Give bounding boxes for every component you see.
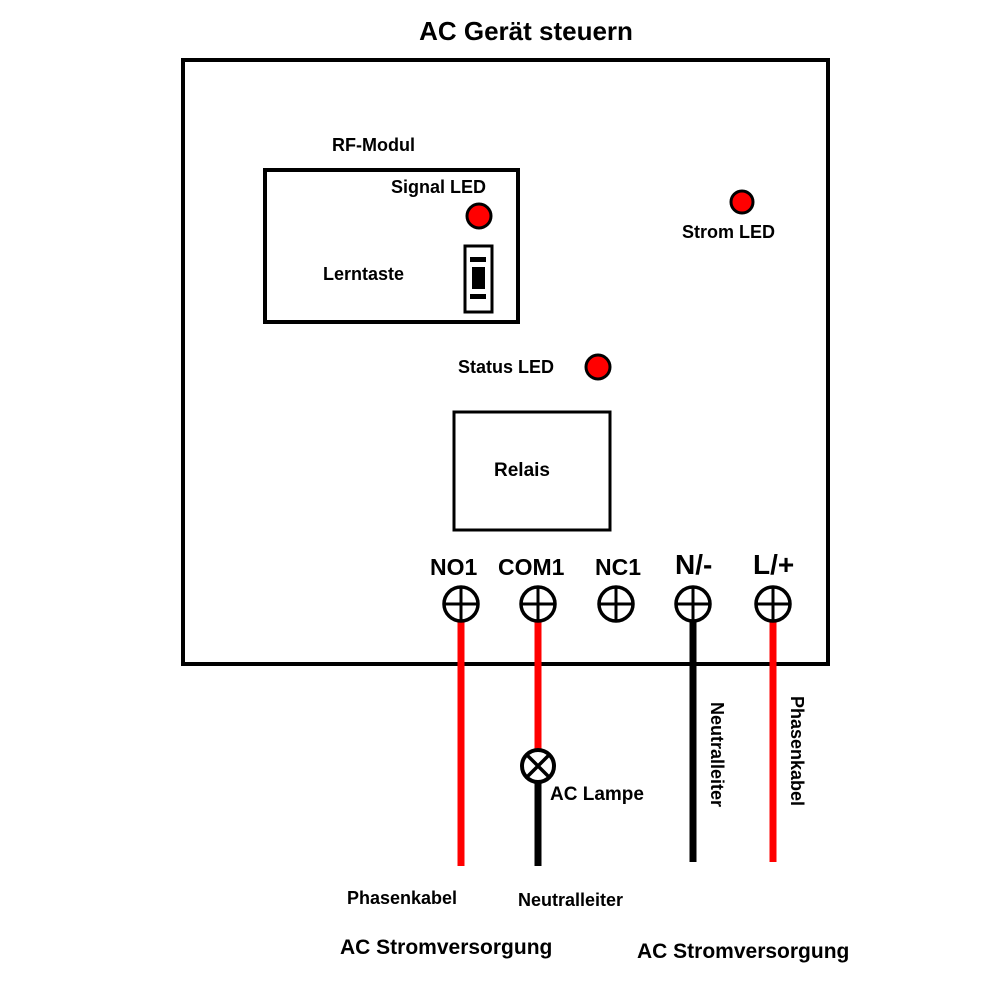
diagram-title: AC Gerät steuern bbox=[419, 16, 633, 46]
terminal-no1 bbox=[442, 585, 480, 623]
learn-button[interactable] bbox=[463, 244, 494, 314]
signal-led bbox=[465, 202, 493, 230]
terminal-l bbox=[754, 585, 792, 623]
relay-label: Relais bbox=[494, 460, 550, 481]
terminal-nc1 bbox=[597, 585, 635, 623]
ac-supply-label-left: AC Stromversorgung bbox=[340, 936, 553, 959]
terminal-n bbox=[674, 585, 712, 623]
neutral-wire-bottom-label: Neutralleiter bbox=[518, 890, 624, 910]
phase-wire-bottom-label: Phasenkabel bbox=[347, 888, 458, 908]
neutral-wire-vertical-label: Neutralleiter bbox=[707, 702, 727, 808]
lamp-label: AC Lampe bbox=[550, 784, 644, 805]
ac-supply-label-right: AC Stromversorgung bbox=[637, 940, 850, 963]
status-led-label: Status LED bbox=[458, 357, 555, 377]
device-enclosure bbox=[181, 58, 830, 666]
learn-button-label: Lerntaste bbox=[323, 264, 405, 284]
relay-box bbox=[452, 410, 612, 532]
phase-wire-vertical-label: Phasenkabel bbox=[787, 696, 807, 807]
terminal-label-no1: NO1 bbox=[430, 554, 478, 580]
terminal-label-n: N/- bbox=[675, 549, 713, 580]
terminal-label-l: L/+ bbox=[753, 549, 795, 580]
rf-module-box bbox=[263, 168, 520, 324]
terminal-label-nc1: NC1 bbox=[595, 554, 642, 580]
power-led bbox=[729, 189, 755, 215]
lamp-icon bbox=[520, 748, 556, 784]
terminal-com1 bbox=[519, 585, 557, 623]
signal-led-label: Signal LED bbox=[391, 177, 487, 197]
terminal-label-com1: COM1 bbox=[498, 554, 565, 580]
status-led bbox=[584, 353, 612, 381]
rf-module-label: RF-Modul bbox=[332, 135, 415, 155]
power-led-label: Strom LED bbox=[682, 222, 776, 242]
